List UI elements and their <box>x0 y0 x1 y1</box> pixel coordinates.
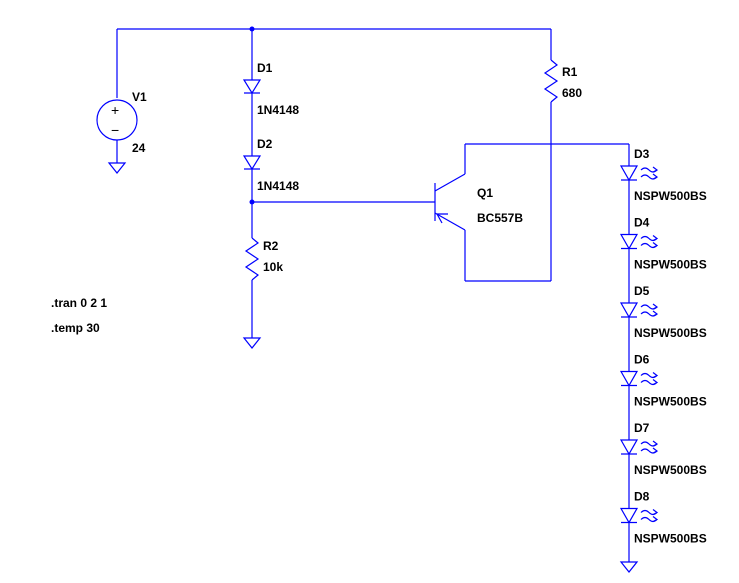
light-emission-icon <box>640 372 659 386</box>
diode-d2[interactable]: D2 1N4148 <box>242 137 299 193</box>
light-emission-icon <box>640 235 659 249</box>
diode-d1-model: 1N4148 <box>257 103 299 117</box>
transistor-emitter-leg <box>434 212 466 231</box>
resistor-r1-name: R1 <box>562 65 578 79</box>
light-emission-icon <box>640 440 659 454</box>
light-emission-icon <box>640 509 659 523</box>
diode-d1-name: D1 <box>257 61 273 75</box>
diode-d2-name: D2 <box>257 137 273 151</box>
ground-icon <box>619 561 639 573</box>
voltage-source-name: V1 <box>132 90 147 104</box>
voltage-source-minus: − <box>111 122 119 138</box>
led-icon <box>619 439 639 456</box>
resistor-r1[interactable]: R1 680 <box>543 59 582 103</box>
led-icon <box>619 165 639 182</box>
resistor-icon <box>244 237 260 281</box>
led-name: D5 <box>634 284 650 298</box>
resistor-r2-name: R2 <box>263 239 279 253</box>
spice-directive-tran[interactable]: .tran 0 2 1 <box>51 296 107 310</box>
led-name: D8 <box>634 490 650 504</box>
led-model: NSPW500BS <box>634 463 707 477</box>
transistor-q1[interactable]: Q1 BC557B <box>434 173 523 231</box>
led-icon <box>619 302 639 319</box>
transistor-q1-name: Q1 <box>477 186 493 200</box>
voltage-source-v1[interactable]: + − V1 24 <box>96 90 147 174</box>
led-model: NSPW500BS <box>634 532 707 546</box>
led-icon <box>619 233 639 250</box>
light-emission-icon <box>640 166 659 180</box>
diode-d2-model: 1N4148 <box>257 179 299 193</box>
resistor-r1-value: 680 <box>562 86 582 100</box>
resistor-icon <box>543 59 559 103</box>
resistor-r2[interactable]: R2 10k <box>244 237 283 281</box>
diode-d1[interactable]: D1 1N4148 <box>242 61 299 117</box>
light-emission-icon <box>640 303 659 317</box>
voltage-source-plus: + <box>111 102 119 118</box>
led-icon <box>619 370 639 387</box>
led-name: D7 <box>634 421 650 435</box>
led-chain: D3NSPW500BSD4NSPW500BSD5NSPW500BSD6NSPW5… <box>619 147 707 546</box>
led-model: NSPW500BS <box>634 258 707 272</box>
spice-directive-temp[interactable]: .temp 30 <box>51 321 100 335</box>
led-name: D6 <box>634 353 650 367</box>
ground-icon <box>107 162 127 174</box>
led-model: NSPW500BS <box>634 395 707 409</box>
led-icon <box>619 507 639 524</box>
diode-icon <box>242 155 262 171</box>
voltage-source-value: 24 <box>132 141 146 155</box>
led-name: D3 <box>634 147 650 161</box>
emitter-arrow-icon <box>436 213 448 224</box>
led-model: NSPW500BS <box>634 326 707 340</box>
ground-icon <box>242 337 262 349</box>
resistor-r2-value: 10k <box>263 260 283 274</box>
transistor-q1-model: BC557B <box>477 211 523 225</box>
led-name: D4 <box>634 216 650 230</box>
led-model: NSPW500BS <box>634 189 707 203</box>
diode-icon <box>242 79 262 95</box>
transistor-collector-leg <box>434 173 466 192</box>
